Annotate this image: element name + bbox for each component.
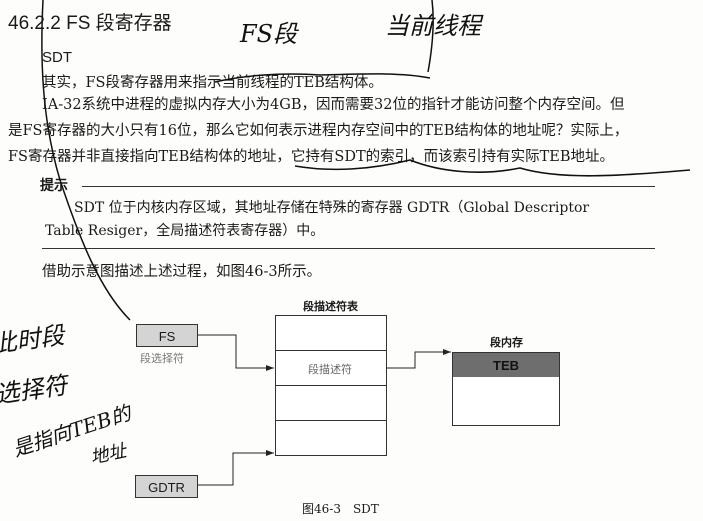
section-title: 46.2.2 FS 段寄存器 — [8, 13, 172, 34]
memory-title: 段内存 — [490, 337, 523, 349]
fs-arrow — [197, 334, 274, 371]
handwritten-line — [41, 0, 131, 321]
teb-block: TEB — [453, 353, 559, 377]
subheading: SDT — [42, 49, 72, 66]
paragraph-line: 是FS寄存器的大小只有16位，那么它如何表示进程内存空间中的TEB结构体的地址呢… — [8, 123, 629, 139]
handwritten-line — [427, 0, 434, 73]
paragraph-line: IA-32系统中进程的虚拟内存大小为4GB，因而需要32位的指针才能访问整个内存… — [42, 97, 625, 113]
teb-label: TEB — [493, 358, 519, 373]
tip-line: SDT 位于内核内存区域，其地址存储在特殊的寄存器 GDTR（Global De… — [74, 200, 590, 216]
handwritten-underline — [214, 73, 431, 83]
fs-label: FS — [158, 329, 176, 344]
descriptor-label: 段描述符 — [308, 364, 352, 376]
gdtr-arrow — [197, 450, 274, 486]
paragraph-line: 其实，FS段寄存器用来指示当前线程的TEB结构体。 — [42, 75, 383, 91]
fs-sublabel: 段选择符 — [140, 353, 184, 365]
intro-text: 借助示意图描述上述过程，如图46-3所示。 — [42, 264, 322, 280]
gdtr-label: GDTR — [148, 480, 185, 495]
tip-top-rule — [82, 186, 655, 187]
figure-caption: 图46-3 SDT — [302, 502, 379, 516]
handwritten-note: 当前线程 — [385, 12, 481, 40]
table-row-divider — [275, 350, 386, 351]
table-title: 段描述符表 — [303, 301, 358, 313]
table-row-divider — [275, 420, 386, 421]
tip-line: Table Resiger，全局描述符表寄存器）中。 — [45, 223, 325, 239]
gdtr-box: GDTR — [135, 475, 198, 498]
fs-box: FS — [136, 324, 198, 347]
handwritten-underline — [294, 159, 691, 177]
descriptor-arrow — [386, 349, 451, 369]
tip-bottom-rule — [42, 248, 655, 249]
handwritten-note: FS段 — [240, 20, 298, 48]
table-row-divider — [275, 385, 386, 386]
paragraph-line: FS寄存器并非直接指向TEB结构体的地址，它持有SDT的索引，而该索引持有实际T… — [8, 149, 615, 165]
